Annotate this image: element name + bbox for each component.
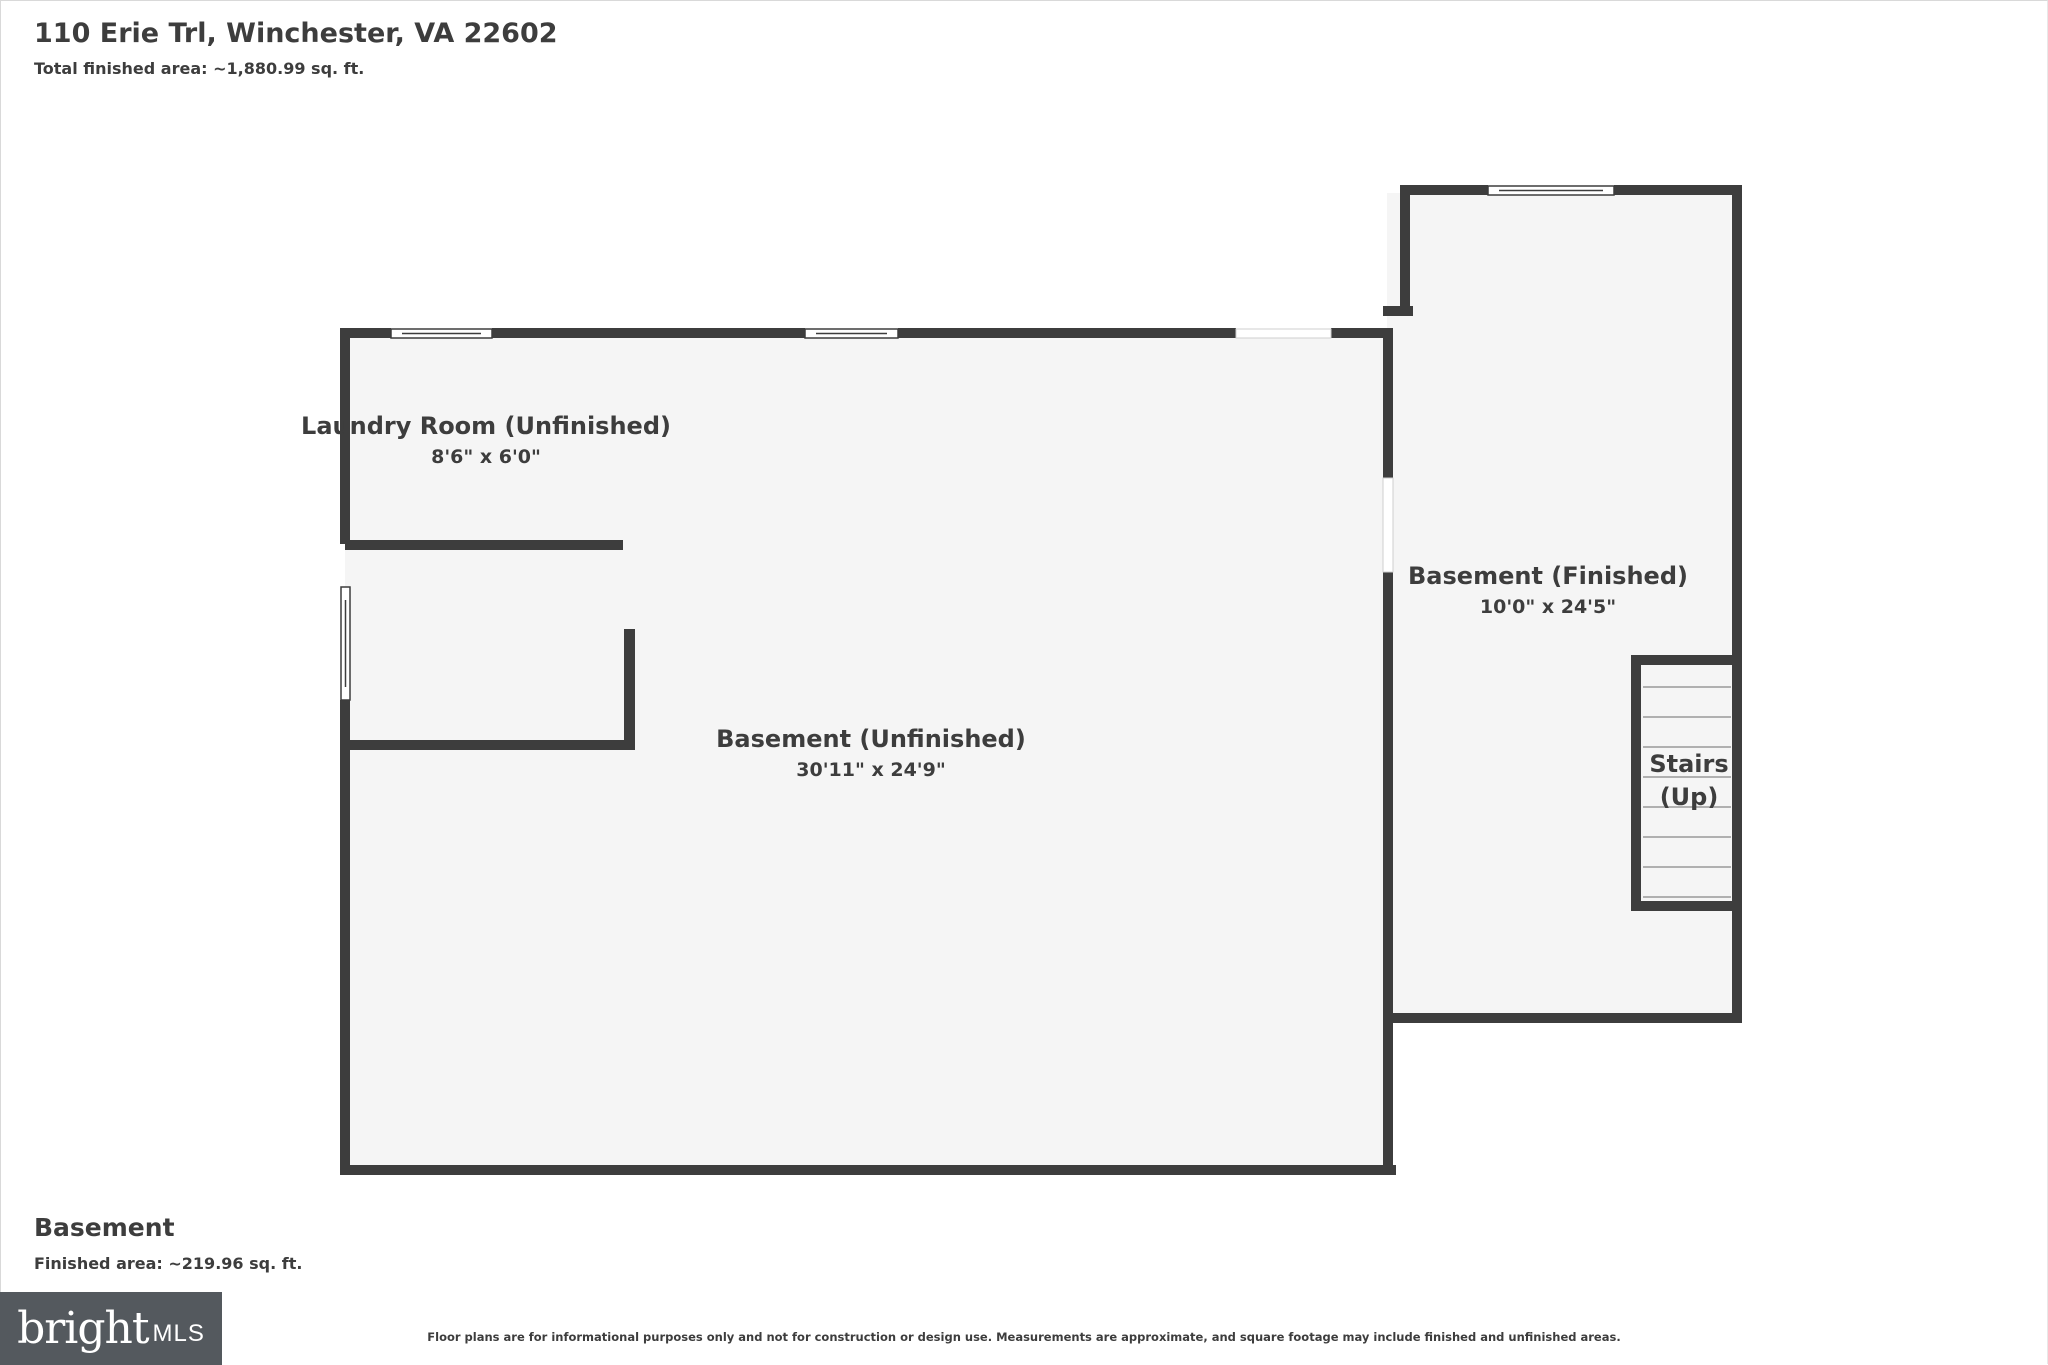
window-top-center (804, 328, 899, 339)
window-finished-top (1487, 185, 1615, 196)
total-finished-area: Total finished area: ~1,880.99 sq. ft. (34, 59, 365, 78)
logo-brand: bright (17, 1303, 149, 1354)
floor-name: Basement (34, 1213, 175, 1242)
stairs-label: Stairs (1649, 750, 1728, 778)
stairs-direction: (Up) (1660, 783, 1719, 811)
bright-mls-logo: bright MLS (0, 1292, 222, 1365)
property-address: 110 Erie Trl, Winchester, VA 22602 (34, 18, 558, 49)
finished-floor-area (1387, 193, 1733, 1013)
stair-treads (1643, 686, 1731, 898)
basement-unfinished-name: Basement (Unfinished) (716, 725, 1026, 753)
opening-top-right (1235, 328, 1332, 339)
window-laundry-left (340, 586, 351, 701)
window-top-left (390, 328, 493, 339)
basement-unfinished-dims: 30'11" x 24'9" (796, 759, 945, 781)
basement-finished-dims: 10'0" x 24'5" (1480, 596, 1616, 618)
laundry-room-dims: 8'6" x 6'0" (431, 446, 541, 468)
basement-finished-name: Basement (Finished) (1408, 562, 1688, 590)
windows (340, 185, 1615, 701)
openings (1235, 328, 1394, 573)
logo-suffix: MLS (152, 1319, 205, 1347)
walls (340, 185, 1742, 1175)
opening-between-rooms (1382, 477, 1394, 573)
main-floor-area (345, 337, 1387, 1169)
disclaimer: Floor plans are for informational purpos… (427, 1330, 1621, 1344)
floor-finished-area: Finished area: ~219.96 sq. ft. (34, 1254, 303, 1273)
laundry-room-name: Laundry Room (Unfinished) (301, 412, 671, 440)
